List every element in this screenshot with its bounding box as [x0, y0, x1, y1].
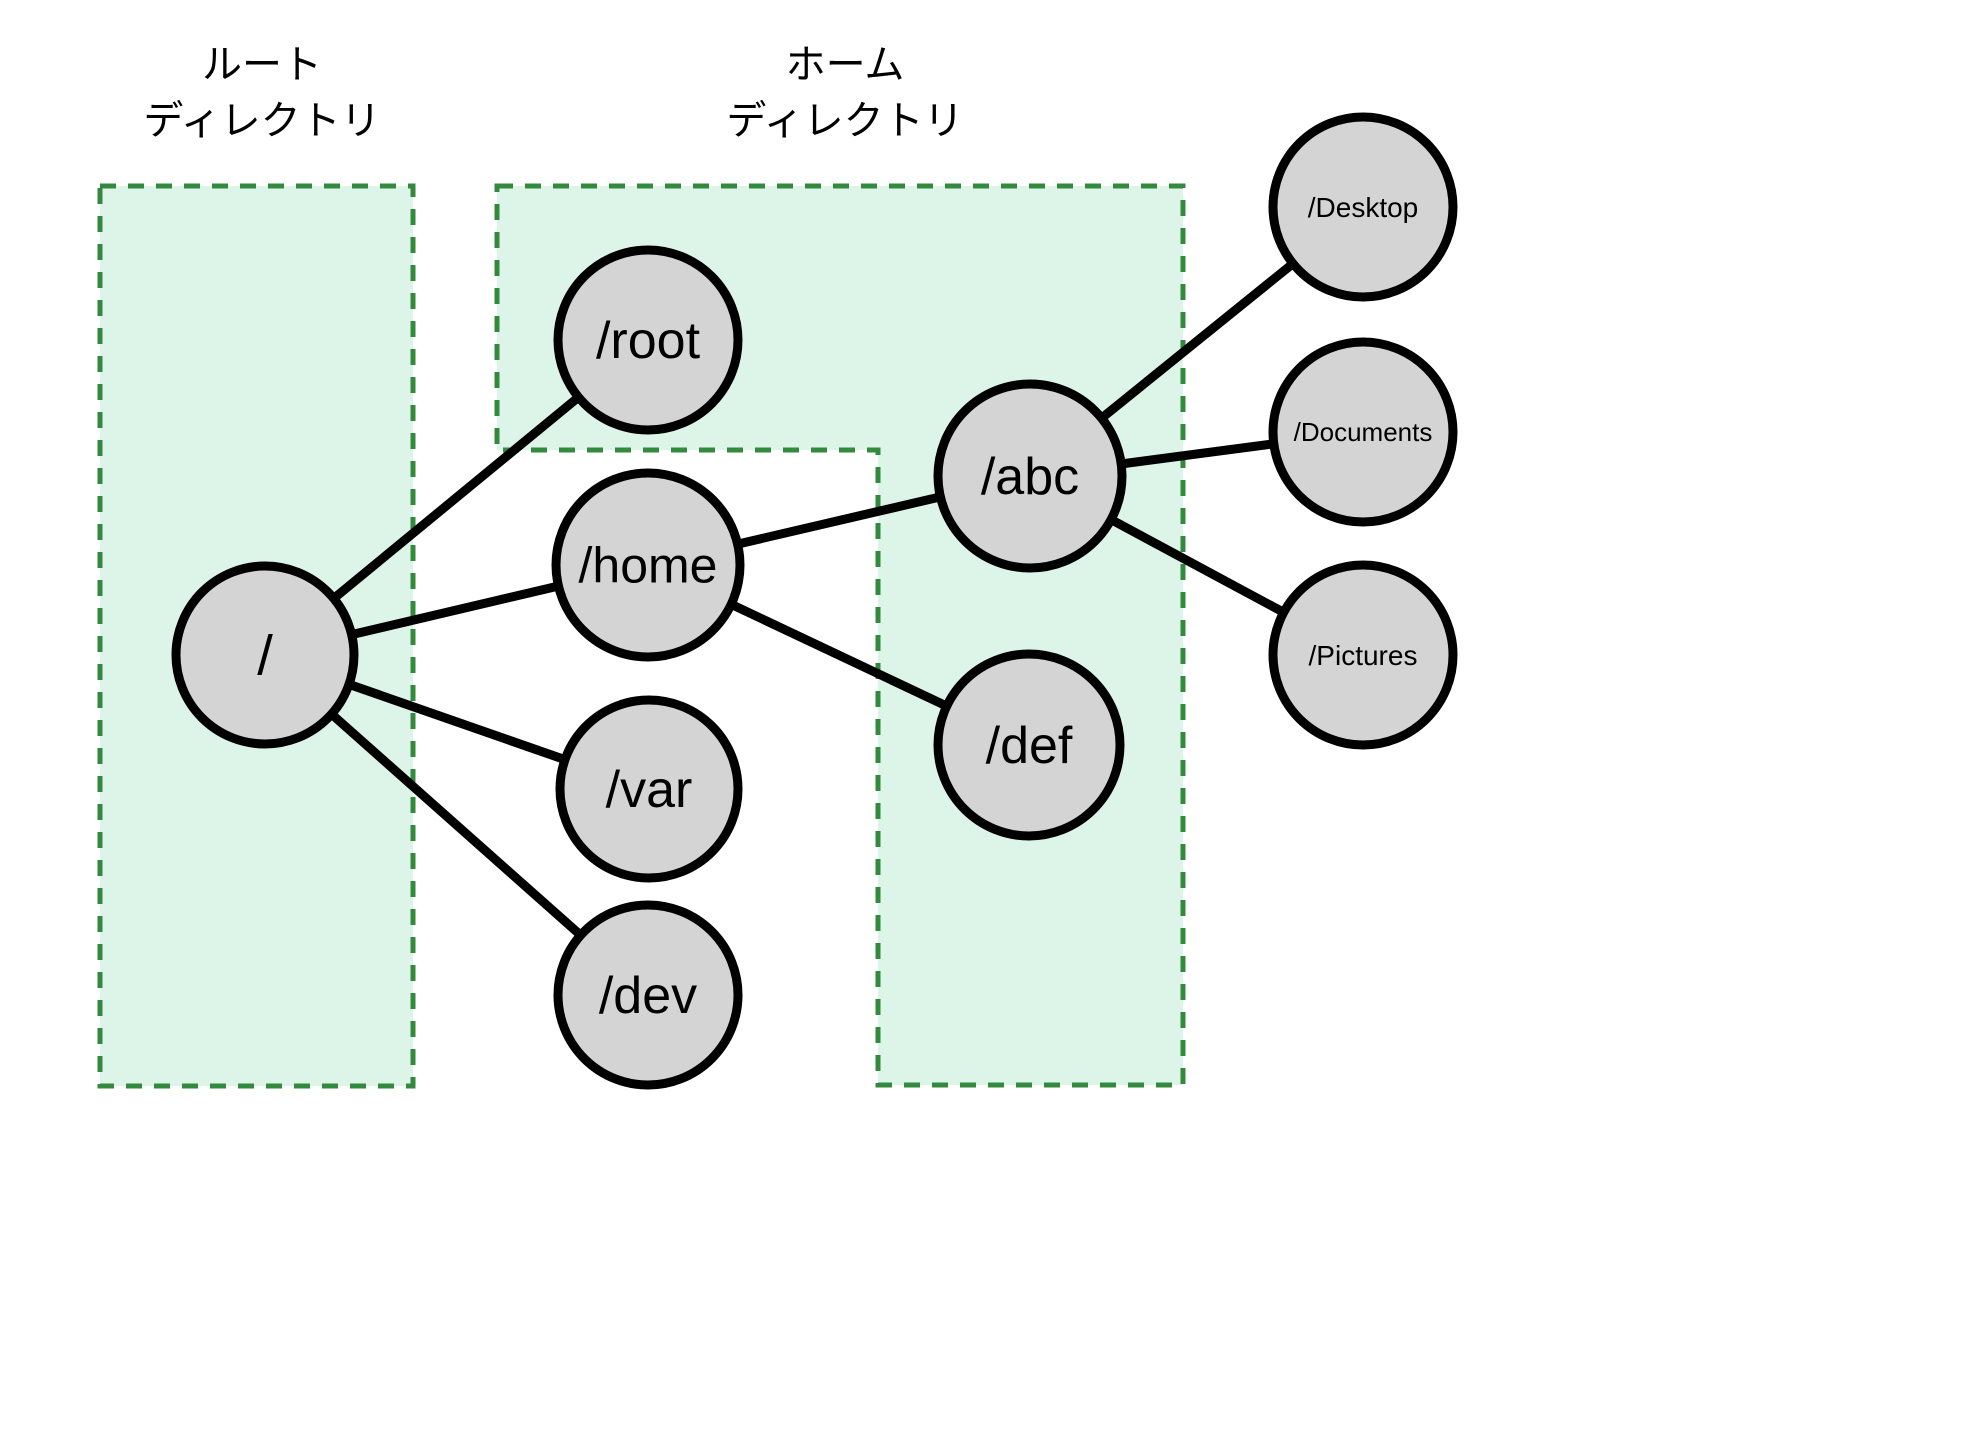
node-dev: /dev — [553, 900, 743, 1090]
node-label-abc: /abc — [981, 448, 1079, 506]
node-root: / — [171, 561, 359, 749]
node-documents: /Documents — [1268, 337, 1458, 527]
node-label-desktop: /Desktop — [1308, 192, 1419, 223]
node-circle-home — [551, 468, 745, 662]
node-label-root: / — [257, 624, 273, 687]
node-circle-abc — [933, 379, 1127, 573]
node-circle-def — [933, 649, 1125, 841]
node-var: /var — [555, 695, 743, 883]
node-circle-var — [555, 695, 743, 883]
node-circle-root — [171, 561, 359, 749]
node-def: /def — [933, 649, 1125, 841]
node-circle-root-dir — [553, 245, 743, 435]
node-label-var: /var — [606, 761, 693, 819]
node-abc: /abc — [933, 379, 1127, 573]
node-desktop: /Desktop — [1268, 112, 1458, 302]
root-directory-region-label-line-2: ディレクトリ — [143, 99, 380, 143]
root-directory-region-label-line-1: ルート — [202, 43, 322, 87]
node-root-dir: /root — [553, 245, 743, 435]
node-label-pictures: /Pictures — [1309, 640, 1418, 671]
node-home: /home — [551, 468, 745, 662]
node-label-dev: /dev — [599, 967, 697, 1025]
node-circle-pictures — [1268, 560, 1458, 750]
node-label-root-dir: /root — [596, 312, 701, 370]
node-pictures: /Pictures — [1268, 560, 1458, 750]
node-label-def: /def — [986, 717, 1073, 775]
node-circle-documents — [1268, 337, 1458, 527]
node-label-home: /home — [579, 538, 718, 594]
node-circle-dev — [553, 900, 743, 1090]
node-circle-desktop — [1268, 112, 1458, 302]
home-directory-region-label-line-1: ホーム — [786, 43, 905, 87]
node-label-documents: /Documents — [1294, 417, 1433, 447]
home-directory-region-label-line-2: ディレクトリ — [726, 99, 963, 143]
